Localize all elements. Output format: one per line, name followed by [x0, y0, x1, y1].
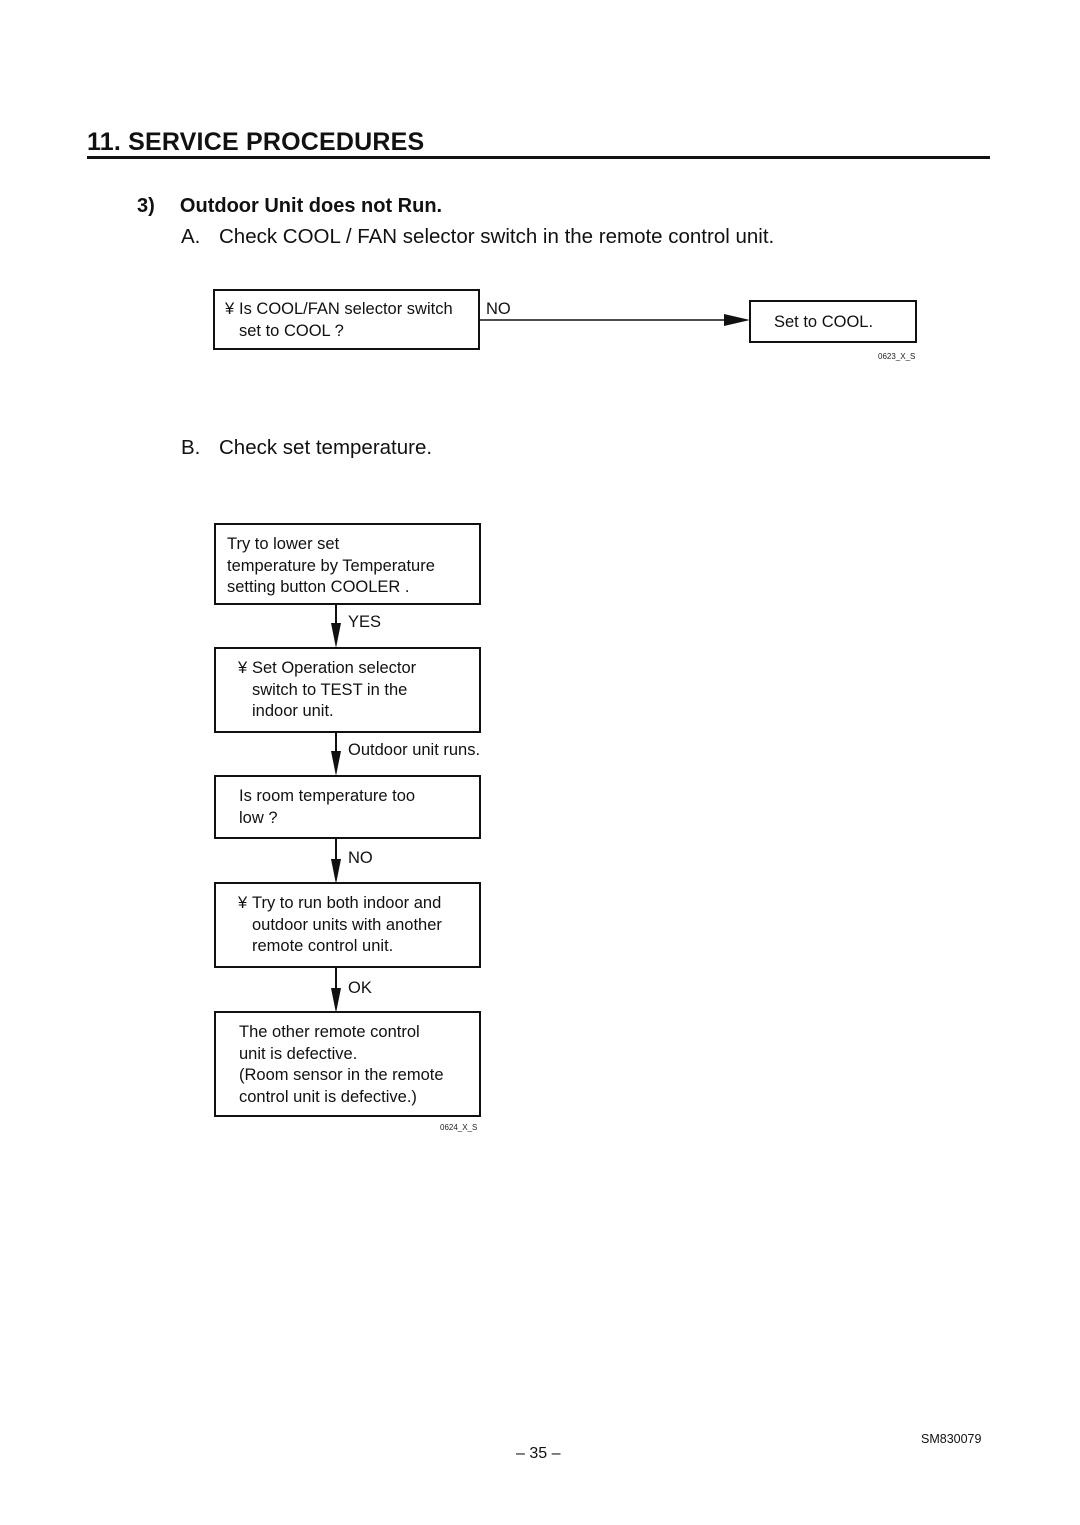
no-label: NO [486, 300, 511, 318]
arrow-down-icon [331, 731, 341, 776]
step2-line-3: indoor unit. [252, 702, 334, 720]
check-b-text: Check set temperature. [219, 436, 433, 459]
step3-line-1: Is room temperature too [239, 787, 416, 805]
arrow-right-icon [480, 314, 750, 326]
step2-line-1: Set Operation selector [252, 659, 417, 677]
section-title: 11. SERVICE PROCEDURES [87, 128, 425, 156]
step4-line-1: Try to run both indoor and [252, 894, 442, 912]
yes-label: YES [348, 613, 382, 631]
check-a-letter: A. [181, 225, 201, 248]
check-b-letter: B. [181, 436, 201, 459]
step5-line-4: control unit is defective.) [239, 1087, 417, 1106]
step1-line-3: setting button COOLER . [227, 578, 410, 596]
title-rule [87, 156, 990, 159]
step4-line-2: outdoor units with another [252, 915, 442, 934]
step1-line-1: Try to lower set [227, 535, 340, 553]
step3-line-2: low ? [239, 808, 278, 827]
result-text: Set to COOL. [774, 313, 874, 331]
result-box: Set to COOL. [749, 300, 917, 343]
step5-line-3: (Room sensor in the remote [239, 1066, 444, 1084]
step5-line-1: The other remote control [239, 1023, 420, 1041]
check-b-heading: B. Check set temperature. [181, 436, 432, 460]
ok-label: OK [348, 979, 372, 997]
question-line-1: Is COOL/FAN selector switch [239, 300, 453, 318]
question-box: ¥Is COOL/FAN selector switch set to COOL… [213, 289, 480, 350]
step2-line-2: switch to TEST in the [252, 680, 408, 699]
question-line-2: set to COOL ? [239, 321, 344, 340]
figure-code-a: 0623_X_S [878, 352, 916, 361]
step4-line-3: remote control unit. [252, 937, 394, 955]
bullet-icon: ¥ [238, 659, 248, 677]
outdoor-runs-label: Outdoor unit runs. [348, 741, 481, 759]
no-label-b: NO [348, 849, 373, 867]
step-box-1: Try to lower set temperature by Temperat… [214, 523, 481, 605]
step-box-2: ¥Set Operation selector switch to TEST i… [214, 647, 481, 733]
subsection-heading: 3) Outdoor Unit does not Run. [137, 195, 442, 218]
subsection-title: Outdoor Unit does not Run. [179, 195, 443, 217]
step-box-5: The other remote control unit is defecti… [214, 1011, 481, 1117]
arrow-down-icon [331, 837, 341, 884]
step-box-4: ¥Try to run both indoor and outdoor unit… [214, 882, 481, 968]
figure-code-b: 0624_X_S [440, 1123, 478, 1132]
bullet-icon: ¥ [225, 300, 235, 318]
step-box-3: Is room temperature too low ? [214, 775, 481, 839]
arrow-down-icon [331, 966, 341, 1013]
subsection-number: 3) [137, 195, 155, 217]
check-a-heading: A. Check COOL / FAN selector switch in th… [181, 225, 774, 249]
step5-line-2: unit is defective. [239, 1044, 358, 1063]
page-number: – 35 – [516, 1445, 561, 1462]
arrow-down-icon [331, 603, 341, 648]
check-a-text: Check COOL / FAN selector switch in the … [219, 225, 775, 248]
step1-line-2: temperature by Temperature [227, 556, 435, 575]
document-code: SM830079 [921, 1432, 982, 1446]
bullet-icon: ¥ [238, 894, 248, 912]
